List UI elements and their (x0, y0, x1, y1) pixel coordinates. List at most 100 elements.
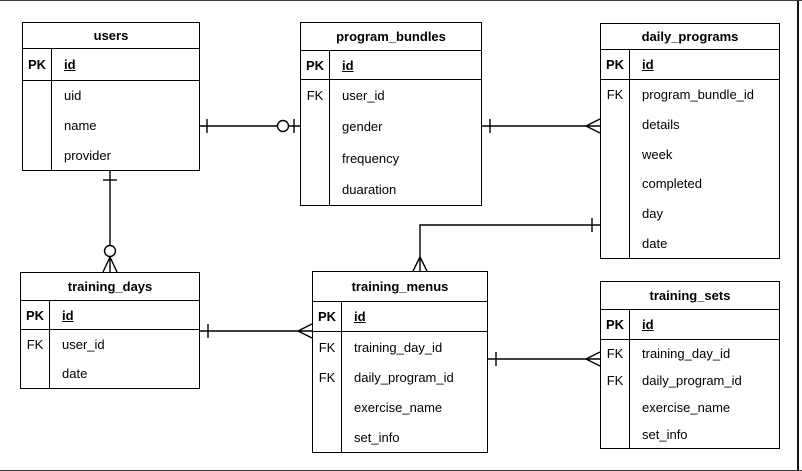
table-row: date (21, 359, 199, 388)
table-row: FK training_day_id (313, 332, 487, 362)
table-row: FK program_bundle_id (601, 80, 779, 110)
pk-label: PK (313, 302, 342, 331)
field-name: uid (64, 88, 82, 104)
table-row-pk: PK id (301, 51, 481, 80)
field-name: completed (642, 176, 702, 192)
table-row: FK daily_program_id (601, 367, 779, 394)
table-title: daily_programs (601, 24, 779, 50)
field-name: date (62, 366, 88, 381)
table-title: training_menus (313, 272, 487, 302)
field-name: set_info (642, 427, 688, 442)
field-name: set_info (354, 429, 400, 445)
field-name: details (642, 117, 680, 132)
table-body: FK user_id gender frequency duaration (301, 80, 481, 205)
pk-label: PK (23, 49, 52, 80)
key-label (601, 109, 630, 140)
rel-training_menus-training_sets (488, 351, 601, 367)
entity-training-menus: training_menus PK id FK training_day_id … (312, 271, 488, 453)
table-body: uid name provider (23, 81, 199, 171)
key-label (601, 421, 630, 448)
rel-users-training_days (102, 171, 118, 273)
entity-training-days: training_days PK id FK user_id date (20, 272, 200, 389)
key-label: FK (601, 367, 630, 394)
field-name: user_id (62, 337, 105, 352)
table-row: set_info (601, 421, 779, 448)
field-name: duaration (342, 181, 397, 197)
pk-label: PK (301, 51, 330, 79)
table-row: duaration (301, 173, 481, 205)
field-name: daily_program_id (354, 369, 454, 385)
rel-program_bundles-daily_programs (482, 118, 601, 134)
field-name: user_id (342, 88, 385, 104)
pk-field: id (642, 57, 654, 72)
table-row-pk: PK id (313, 302, 487, 332)
key-label (601, 198, 630, 229)
field-name: week (642, 146, 673, 162)
key-label: FK (301, 80, 330, 112)
field-name: day (642, 206, 663, 222)
table-body: FK user_id date (21, 330, 199, 388)
field-name: name (64, 118, 97, 133)
key-label (301, 142, 330, 174)
table-row: date (601, 228, 779, 259)
field-name: exercise_name (354, 399, 443, 415)
table-row: FK daily_program_id (313, 362, 487, 392)
key-label (301, 111, 330, 143)
table-body: FK training_day_id FK daily_program_id e… (313, 332, 487, 452)
table-title: users (23, 23, 199, 49)
pk-field: id (62, 307, 74, 323)
table-row: FK user_id (21, 330, 199, 359)
rel-training_days-training_menus (200, 323, 313, 339)
key-label (601, 228, 630, 259)
frame-right-border (797, 1, 799, 470)
table-row: day (601, 198, 779, 229)
table-row: week (601, 139, 779, 170)
table-row: gender (301, 111, 481, 143)
key-label: FK (601, 80, 630, 110)
key-label: FK (601, 340, 630, 367)
table-row-pk: PK id (23, 49, 199, 81)
table-row-pk: PK id (601, 50, 779, 80)
table-row: completed (601, 169, 779, 199)
entity-training-sets: training_sets PK id FK training_day_id F… (600, 281, 780, 449)
table-title: training_days (21, 273, 199, 301)
pk-field: id (642, 317, 654, 332)
table-title: training_sets (601, 282, 779, 310)
key-label (313, 392, 342, 422)
field-name: training_day_id (642, 346, 731, 361)
field-name: exercise_name (642, 400, 731, 415)
rel-users-program_bundles (200, 119, 300, 133)
key-label (21, 359, 50, 388)
table-body: FK training_day_id FK daily_program_id e… (601, 340, 779, 448)
key-label (301, 173, 330, 205)
table-row: set_info (313, 422, 487, 452)
rel-daily_programs-training_menus (412, 218, 600, 272)
entity-daily-programs: daily_programs PK id FK program_bundle_i… (600, 23, 780, 259)
pk-label: PK (601, 50, 630, 79)
key-label (601, 139, 630, 170)
table-row: FK training_day_id (601, 340, 779, 367)
entity-program-bundles: program_bundles PK id FK user_id gender … (300, 22, 482, 206)
entity-users: users PK id uid name provider (22, 22, 200, 171)
table-row: exercise_name (601, 394, 779, 421)
key-label (601, 394, 630, 421)
pk-field: id (64, 57, 76, 72)
table-row: uid (23, 81, 199, 111)
field-name: provider (64, 147, 111, 163)
table-title: program_bundles (301, 23, 481, 51)
field-name: date (642, 235, 668, 251)
field-name: frequency (342, 150, 400, 166)
field-name: gender (342, 119, 383, 135)
table-row: name (23, 110, 199, 141)
table-row: frequency (301, 142, 481, 174)
table-row: FK user_id (301, 80, 481, 112)
key-label (313, 422, 342, 452)
key-label (601, 169, 630, 199)
table-row-pk: PK id (21, 301, 199, 330)
key-label: FK (21, 330, 50, 359)
key-label: FK (313, 332, 342, 362)
pk-label: PK (21, 301, 50, 329)
table-row: provider (23, 140, 199, 171)
